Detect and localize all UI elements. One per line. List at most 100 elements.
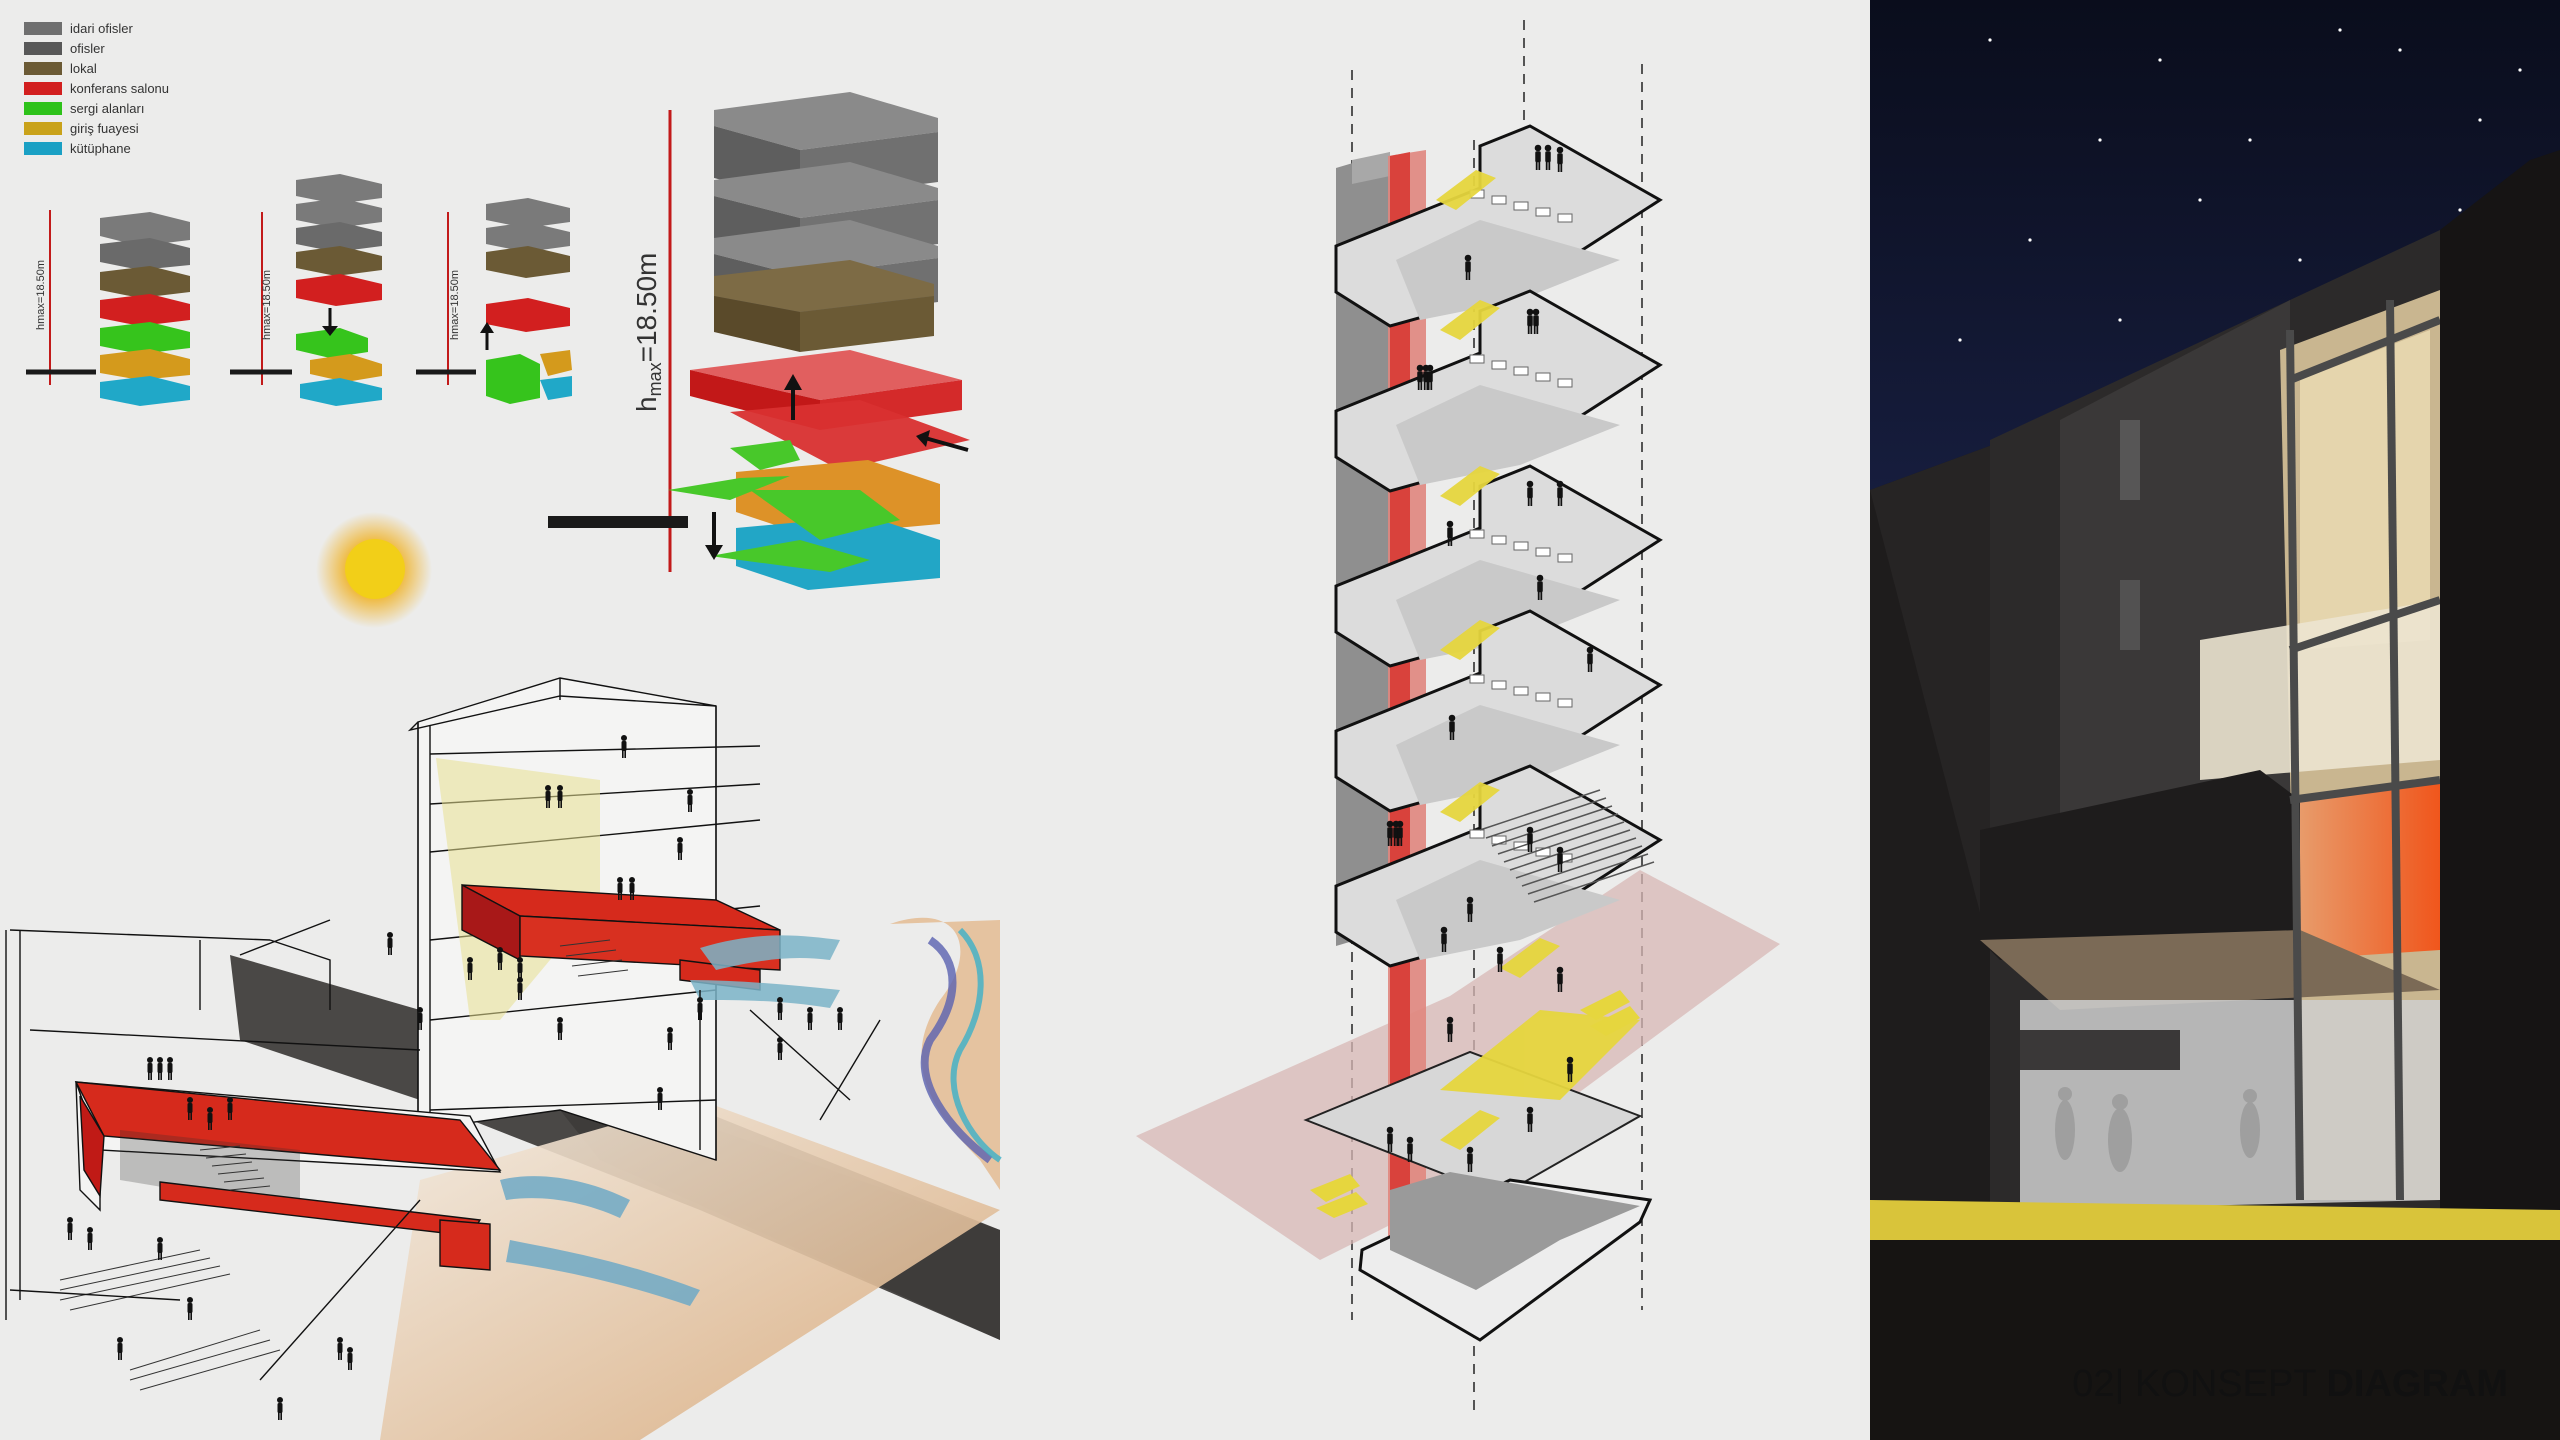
legend-item: lokal — [24, 58, 264, 78]
height-label-2: hmax=18.50m — [261, 270, 273, 340]
legend-label: konferans salonu — [70, 80, 170, 96]
person-figure — [1440, 926, 1448, 952]
star — [2518, 68, 2522, 72]
legend-swatch — [24, 101, 62, 115]
legend-label: sergi alanları — [70, 100, 145, 116]
legend-label: giriş fuayesi — [70, 120, 139, 136]
night-render — [1870, 0, 2560, 1440]
legend-item: ofisler — [24, 38, 264, 58]
person-figure — [777, 1037, 783, 1060]
person-figure — [467, 957, 473, 980]
person-figure — [1466, 1146, 1474, 1172]
massing-diagram-1 — [26, 210, 190, 406]
people-figures-axon — [1386, 144, 1594, 1172]
person-figure — [1534, 144, 1542, 170]
person-figure — [1396, 820, 1404, 846]
person-figure — [1446, 520, 1454, 546]
person-figure — [837, 1007, 843, 1030]
star — [2198, 198, 2202, 202]
ramp — [1436, 170, 1496, 210]
height-label-large: hmax=18.50m — [631, 253, 665, 412]
floor-plates — [1334, 124, 1663, 968]
star — [2338, 28, 2342, 32]
person-figure — [1586, 646, 1594, 672]
person-figure — [1426, 364, 1434, 390]
person-figure — [157, 1057, 163, 1080]
person-figure — [117, 1337, 123, 1360]
ramp — [1440, 466, 1500, 506]
ramp — [1440, 1010, 1640, 1100]
height-label-3: hmax=18.50m — [449, 270, 461, 340]
person-figure — [687, 789, 693, 812]
person-figure — [157, 1237, 163, 1260]
legend-item: sergi alanları — [24, 98, 264, 118]
person-figure — [387, 932, 393, 955]
person-figure — [1536, 574, 1544, 600]
person-figure — [337, 1337, 343, 1360]
people-figures-section — [67, 735, 843, 1420]
legend-label: lokal — [70, 60, 97, 76]
legend-swatch — [24, 21, 62, 35]
person-figure — [1526, 480, 1534, 506]
person-figure — [347, 1347, 353, 1370]
person-figure — [227, 1097, 233, 1120]
person-figure — [1496, 946, 1504, 972]
person-figure — [187, 1297, 193, 1320]
legend-item: kütüphane — [24, 138, 264, 158]
floor-plate — [1334, 464, 1663, 668]
star — [2098, 138, 2102, 142]
person-figure — [1544, 144, 1552, 170]
person-figure — [207, 1107, 213, 1130]
person-figure — [1416, 364, 1424, 390]
legend-label: idari ofisler — [70, 20, 133, 36]
person-figure — [497, 947, 503, 970]
legend-item: konferans salonu — [24, 78, 264, 98]
perspective-section — [5, 677, 1002, 1440]
person-figure — [1386, 820, 1394, 846]
star — [1988, 38, 1992, 42]
person-figure — [1466, 896, 1474, 922]
person-figure — [87, 1227, 93, 1250]
board-title-prefix: 02| KONSEPT — [2072, 1363, 2327, 1405]
auditorium-plate — [1479, 789, 1655, 903]
svg-text:hmax=18.50m: hmax=18.50m — [631, 253, 665, 412]
exploded-axonometric — [1136, 20, 1780, 1410]
legend-item: giriş fuayesi — [24, 118, 264, 138]
person-figure — [1566, 1056, 1574, 1082]
legend-item: idari ofisler — [24, 18, 264, 38]
person-figure — [677, 837, 683, 860]
massing-diagram-2 — [230, 174, 382, 406]
person-figure — [1556, 966, 1564, 992]
floor-plate — [1334, 764, 1663, 968]
massing-diagram-large — [548, 92, 970, 590]
entry-arrows — [1310, 990, 1640, 1218]
person-figure — [629, 877, 635, 900]
star — [2028, 238, 2032, 242]
star — [2158, 58, 2162, 62]
board-title: 02| KONSEPT DIAGRAM — [2072, 1363, 2508, 1406]
star — [2248, 138, 2252, 142]
massing-diagram-3 — [416, 198, 572, 404]
person-figure — [557, 785, 563, 808]
person-figure — [1464, 254, 1472, 280]
ramp — [1500, 938, 1560, 978]
person-figure — [147, 1057, 153, 1080]
person-figure — [517, 957, 523, 980]
person-figure — [187, 1097, 193, 1120]
person-figure — [807, 1007, 813, 1030]
star — [2458, 208, 2462, 212]
star — [2478, 118, 2482, 122]
person-figure — [1386, 1126, 1394, 1152]
legend-swatch — [24, 61, 62, 75]
person-figure — [1448, 714, 1456, 740]
person-figure — [417, 1007, 423, 1030]
person-figure — [1526, 308, 1534, 334]
person-figure — [545, 785, 551, 808]
person-figure — [1556, 146, 1564, 172]
legend-swatch — [24, 141, 62, 155]
legend-swatch — [24, 41, 62, 55]
star — [2398, 48, 2402, 52]
person-figure — [1526, 1106, 1534, 1132]
